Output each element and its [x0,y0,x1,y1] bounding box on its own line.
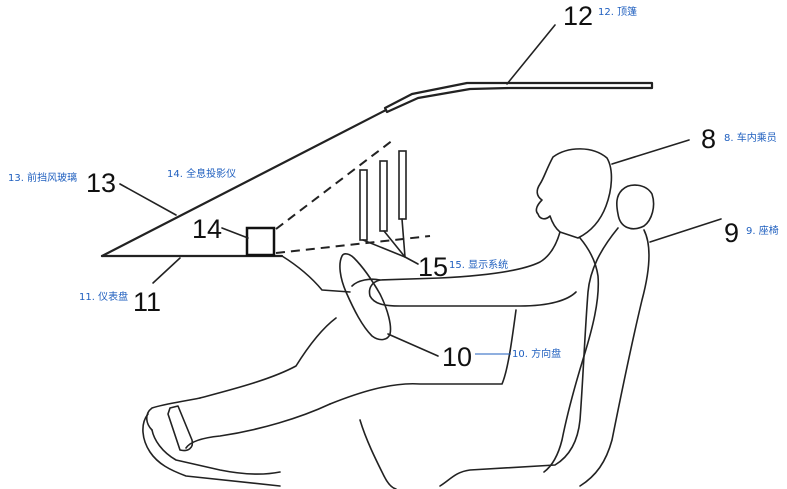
label-display-system: 15. 显示系统 [449,258,508,271]
seat [439,184,655,487]
part-number-9: 9 [724,218,739,248]
label-steering-wheel: 10. 方向盘 [512,347,561,360]
part-number-13: 13 [86,168,116,198]
part-number-8: 8 [701,124,716,154]
projection-line-lower [275,235,431,254]
part-number-14: 14 [192,214,222,244]
holographic-projector [245,226,276,257]
label-seat: 9. 座椅 [746,224,779,237]
part-number-11: 11 [133,287,161,317]
part-number-10: 10 [442,342,472,372]
label-windshield: 13. 前挡风玻璃 [8,171,77,184]
label-occupant: 8. 车内乘员 [724,131,777,144]
projection-line-upper [275,139,394,230]
label-projector: 14. 全息投影仪 [167,167,236,180]
vehicle-occupant [142,148,613,489]
roof [383,81,654,114]
part-number-15: 15 [418,252,448,282]
part-number-12: 12 [563,1,593,31]
leader-lines [119,24,722,357]
display-panels [359,150,407,258]
label-dashboard: 11. 仪表盘 [79,290,128,303]
label-roof: 12. 顶篷 [598,5,637,18]
steering-wheel [339,253,392,341]
windshield [100,108,388,258]
